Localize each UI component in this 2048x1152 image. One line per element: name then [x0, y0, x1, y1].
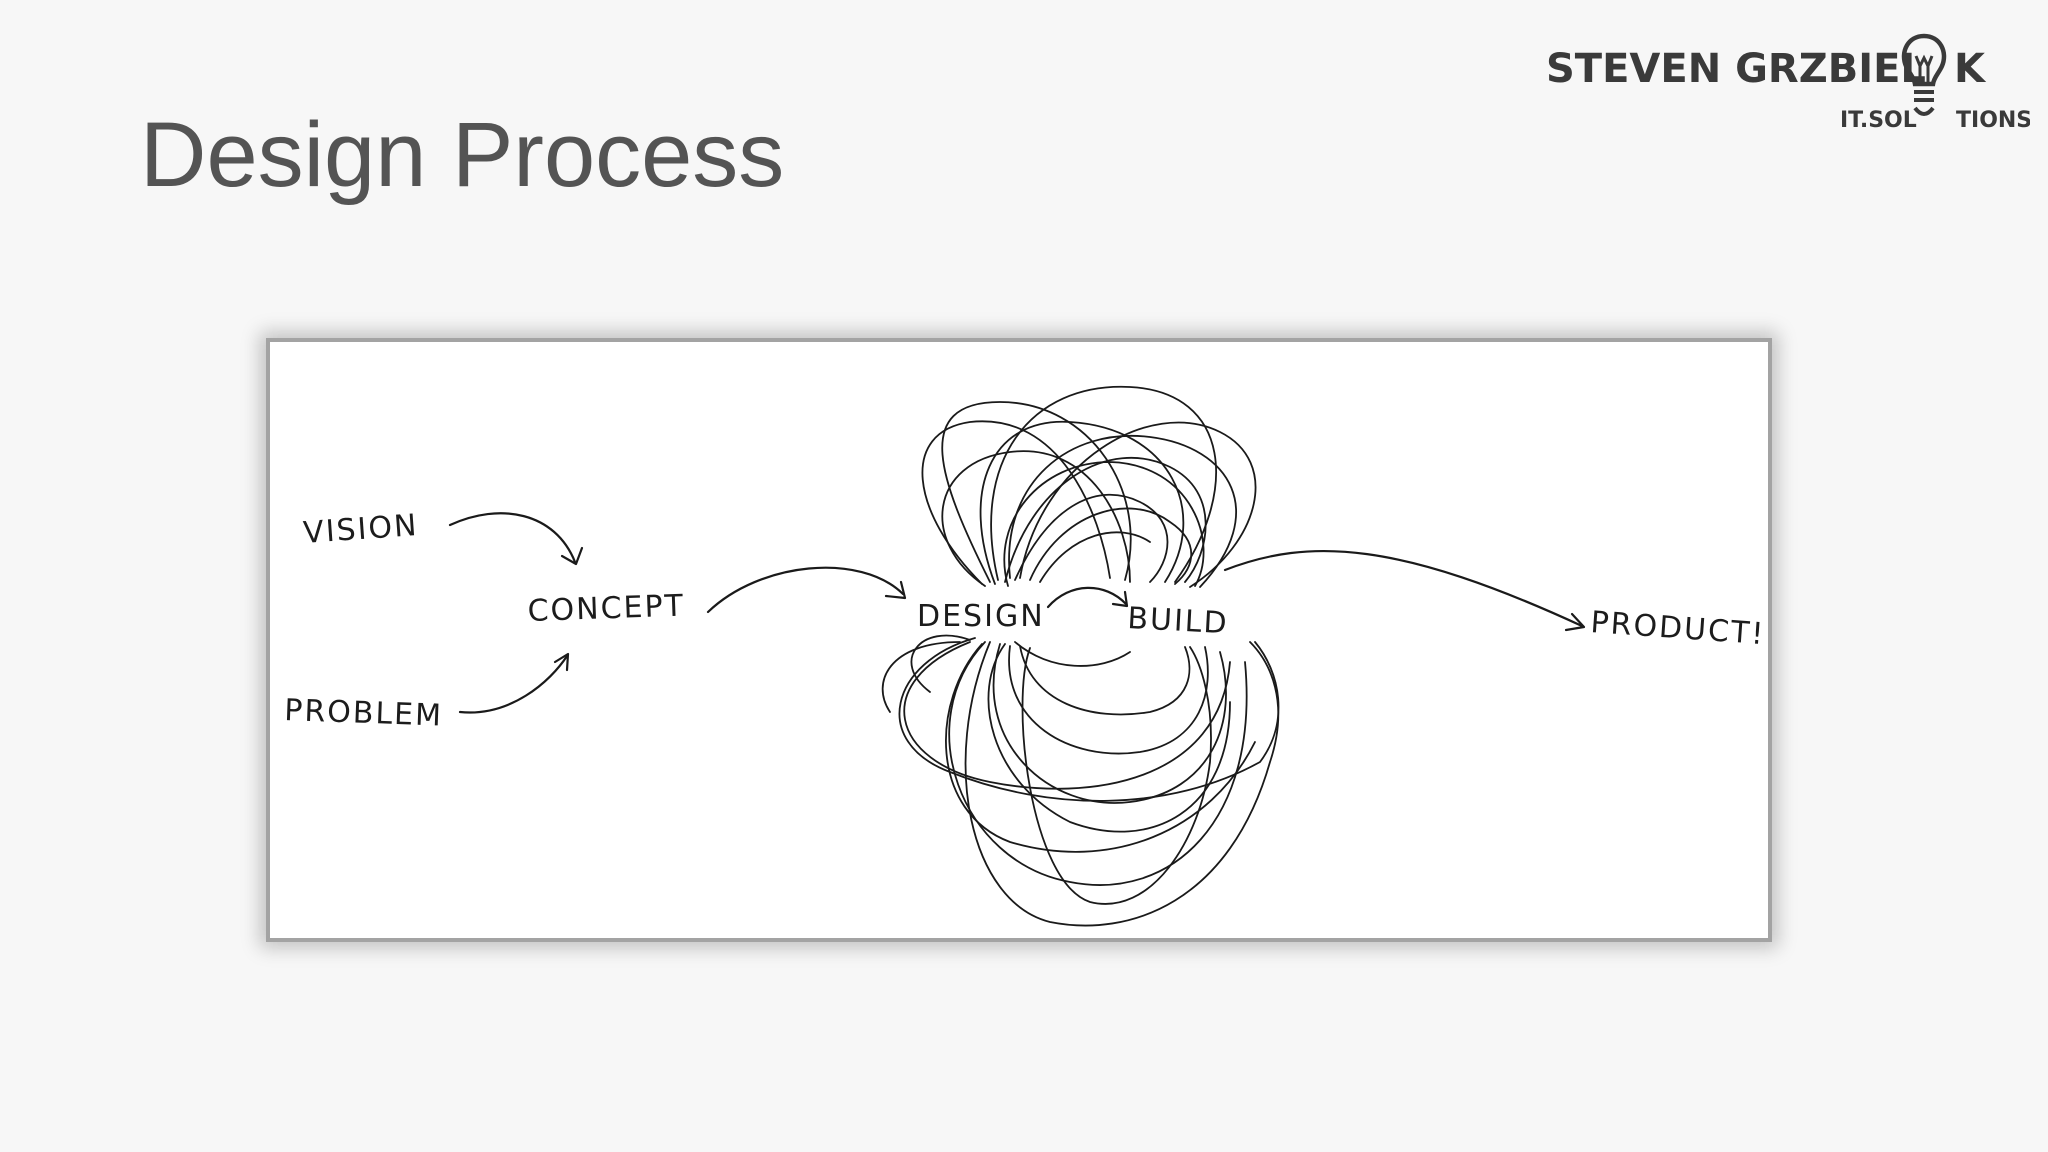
label-design: DESIGN [917, 599, 1045, 634]
label-product: PRODUCT! [1589, 605, 1766, 652]
brand-sub-part1: IT.SOL [1840, 108, 1917, 133]
design-process-diagram: VISION PROBLEM CONCEPT DESIGN BUILD PROD… [266, 338, 1772, 942]
iteration-loops [881, 386, 1280, 927]
label-build: BUILD [1127, 601, 1230, 641]
arrow-concept-to-design [706, 566, 907, 614]
arrow-vision-to-concept [448, 512, 584, 566]
arrow-build-to-product [1223, 549, 1586, 632]
label-concept: CONCEPT [527, 589, 685, 629]
label-problem: PROBLEM [284, 693, 444, 734]
slide-title: Design Process [140, 104, 785, 206]
arrow-problem-to-concept [458, 652, 570, 714]
arrow-design-to-build [1046, 586, 1129, 609]
brand-sub-part2: TIONS [1956, 108, 2030, 133]
label-vision: VISION [302, 508, 419, 551]
brand-logo: STEVEN GRZBIEL K IT.SOL TIONS [1530, 28, 2030, 138]
brand-name-part1: STEVEN GRZBIEL [1546, 46, 1926, 92]
lightbulb-icon [1901, 33, 1947, 116]
brand-name-part2: K [1954, 46, 1987, 92]
